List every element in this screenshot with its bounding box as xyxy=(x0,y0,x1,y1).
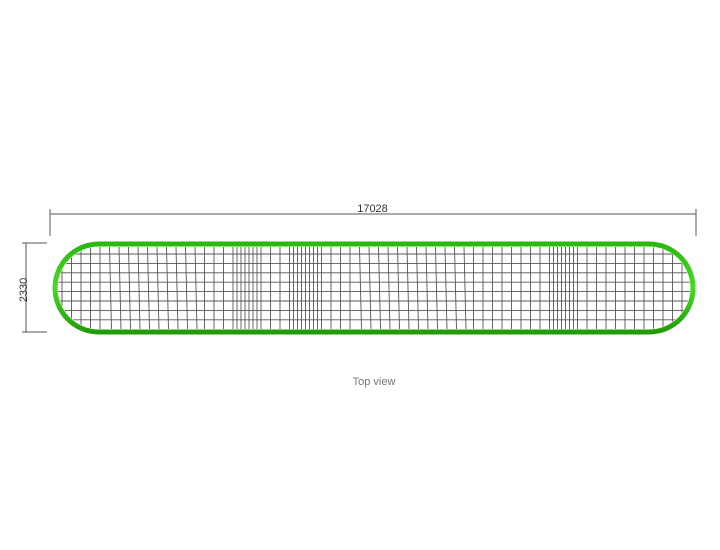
trampoline-frame xyxy=(52,241,696,335)
width-dimension-label: 2330 xyxy=(18,277,30,303)
width-dimension-line xyxy=(22,242,47,333)
length-dimension-line xyxy=(49,209,697,236)
view-caption: Top view xyxy=(352,376,396,388)
net-grid xyxy=(58,247,690,329)
length-dimension-label: 17028 xyxy=(357,203,388,215)
